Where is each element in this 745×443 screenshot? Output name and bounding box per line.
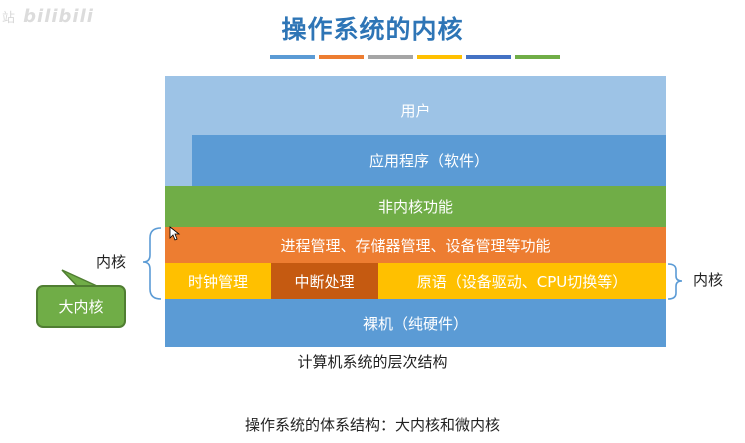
layer-application-label: 应用程序（软件）	[368, 152, 489, 170]
title-bar-segment	[319, 55, 364, 59]
block-primitives: 原语（设备驱动、CPU切换等）	[378, 263, 666, 299]
block-interrupt-handling: 中断处理	[271, 263, 378, 299]
slide-title: 操作系统的内核	[281, 15, 464, 44]
layer-user-label: 用户	[400, 102, 431, 120]
watermark-prefix: 站	[2, 11, 20, 26]
right-brace	[667, 263, 683, 300]
block-interrupt-label: 中断处理	[294, 272, 355, 291]
bilibili-logo: bilibili	[23, 6, 94, 27]
layer-bare-machine-label: 裸机（纯硬件）	[362, 314, 468, 333]
title-bar-segment	[417, 55, 462, 59]
structure-caption: 计算机系统的层次结构	[297, 353, 448, 371]
layer-process-management-label: 进程管理、存储器管理、设备管理等功能	[280, 236, 551, 255]
block-primitives-label: 原语（设备驱动、CPU切换等）	[416, 272, 628, 291]
block-clock-management: 时钟管理	[165, 263, 271, 299]
layer-bare-machine: 裸机（纯硬件）	[165, 299, 666, 347]
bottom-caption: 操作系统的体系结构：大内核和微内核	[244, 416, 500, 434]
layer-non-kernel-label: 非内核功能	[377, 198, 453, 216]
title-bar-segment	[368, 55, 413, 59]
title-bar-segment	[466, 55, 511, 59]
title-bar-segment	[515, 55, 560, 59]
watermark: 站 bilibili	[2, 6, 94, 27]
kernel-label-right: 内核	[693, 271, 724, 289]
kernel-label-left: 内核	[96, 253, 127, 271]
layer-application: 应用程序（软件）	[192, 135, 666, 186]
big-kernel-callout: 大内核	[36, 285, 126, 328]
layer-non-kernel: 非内核功能	[165, 186, 666, 227]
callout-pointer	[61, 269, 98, 287]
block-clock-label: 时钟管理	[187, 272, 248, 291]
layer-process-management: 进程管理、存储器管理、设备管理等功能	[165, 227, 666, 263]
left-brace	[142, 227, 162, 300]
big-kernel-label: 大内核	[58, 298, 104, 316]
title-bar-segment	[270, 55, 315, 59]
